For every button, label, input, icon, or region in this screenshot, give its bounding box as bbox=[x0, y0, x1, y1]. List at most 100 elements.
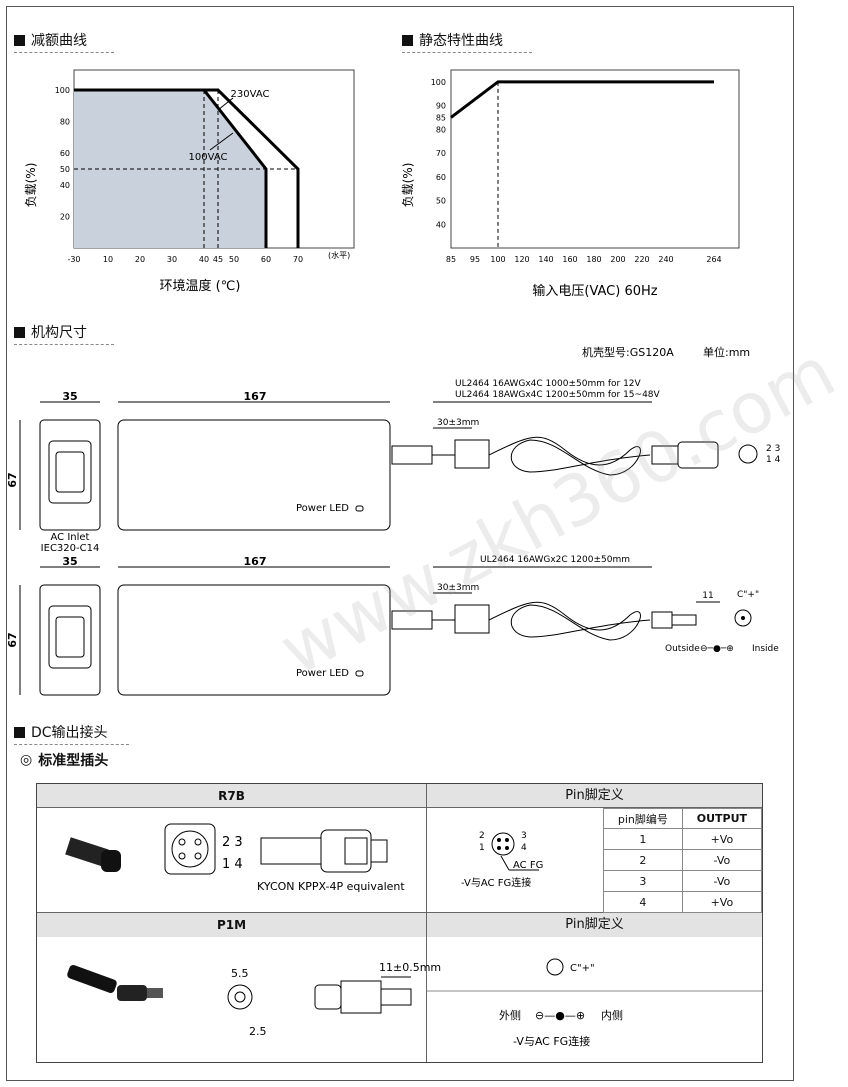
y-tick-label: 80 bbox=[436, 125, 446, 134]
cable2-spec: UL2464 16AWGx2C 1200±50mm bbox=[480, 555, 630, 565]
cplus-label: C"+" bbox=[570, 963, 595, 974]
y-tick-label: 40 bbox=[60, 181, 70, 190]
output-cell: +Vo bbox=[681, 828, 763, 850]
dim-length-top: 167 bbox=[244, 390, 267, 403]
r7b-photo-icon bbox=[65, 837, 109, 867]
body-view-bottom bbox=[117, 584, 391, 696]
kycon-label: KYCON KPPX-4P equivalent bbox=[257, 880, 405, 893]
section-mech-title: 机构尺寸 bbox=[31, 325, 87, 341]
pin-num-top: 2 3 bbox=[766, 444, 780, 454]
p1m-illustration: 5.5 2.5 11±0.5mm bbox=[67, 961, 441, 1038]
inside-label: Inside bbox=[752, 644, 779, 654]
ac-fg-label: AC FG bbox=[513, 860, 543, 871]
x-tick-label: 45 bbox=[213, 255, 223, 264]
cable1-spec-b: UL2464 18AWGx4C 1200±50mm for 15~48V bbox=[455, 390, 661, 400]
static-plot-frame bbox=[450, 69, 740, 249]
section-bullet-icon bbox=[402, 34, 413, 46]
svg-text:2: 2 bbox=[479, 831, 485, 841]
derating-ylabel: 负载(%) bbox=[24, 163, 38, 208]
model-label: 机壳型号:GS120A bbox=[582, 345, 674, 359]
section-mech-header: 机构尺寸 bbox=[14, 322, 114, 345]
cable-coil-top bbox=[432, 436, 651, 476]
outer-label: 外侧 bbox=[499, 1009, 521, 1022]
y-tick-label: 50 bbox=[436, 197, 446, 206]
derating-xlabel: 环境温度 (℃) bbox=[160, 278, 241, 294]
y-tick-label: 100 bbox=[55, 86, 70, 95]
series-label-100vac: 100VAC bbox=[189, 152, 228, 163]
fg-note: -V与AC FG连接 bbox=[461, 876, 531, 889]
led-icon bbox=[355, 505, 364, 512]
pin-face-illustration: 2 1 3 4 AC FG -V与AC FG连接 bbox=[461, 831, 543, 889]
x-tick-label: 100 bbox=[490, 255, 505, 264]
y-tick-label: 60 bbox=[60, 149, 70, 158]
derating-area bbox=[74, 90, 266, 248]
r7b-pin-top: 2 3 bbox=[222, 835, 243, 850]
pin-cell: 2 bbox=[603, 849, 683, 871]
ferrite-core-bottom bbox=[454, 604, 490, 634]
section-static-title: 静态特性曲线 bbox=[419, 33, 503, 49]
output-cell: +Vo bbox=[681, 891, 763, 913]
series-label-230vac: 230VAC bbox=[231, 89, 270, 100]
x-tick-label: 120 bbox=[514, 255, 529, 264]
r7b-pin-bot: 1 4 bbox=[222, 857, 243, 872]
x-tick-label: 240 bbox=[658, 255, 673, 264]
ferrite-core-top bbox=[454, 439, 490, 469]
x-tick-label: 10 bbox=[103, 255, 113, 264]
x-tick-label: 220 bbox=[634, 255, 649, 264]
dc-plug-body-bottom bbox=[651, 611, 673, 629]
polarity-symbol-icon: ⊖─●─⊕ bbox=[700, 644, 734, 654]
x-tick-label: 60 bbox=[261, 255, 271, 264]
r7b-cell: 2 3 1 4 KYCON KPPX-4P equivalent bbox=[37, 808, 427, 913]
p1m-side-icon bbox=[314, 984, 342, 1010]
section-derating-header: 减额曲线 bbox=[14, 30, 114, 53]
table-row: 4 +Vo bbox=[603, 891, 763, 913]
static-xlabel: 输入电压(VAC) 60Hz bbox=[532, 283, 657, 299]
section-bullet-icon bbox=[14, 326, 25, 338]
ac-inlet-label: AC Inlet bbox=[51, 532, 90, 543]
fg-note2: -V与AC FG连接 bbox=[513, 1035, 590, 1048]
p1m-outer-dia: 5.5 bbox=[231, 967, 249, 980]
section-dc-header: DC输出接头 bbox=[14, 722, 129, 745]
polarity-symbol-icon: ⊖—●—⊕ bbox=[535, 1009, 585, 1022]
pin-def2-cell: C"+" 外侧 ⊖—●—⊕ 内侧 -V与AC FG连接 bbox=[427, 937, 762, 1062]
section-bullet-icon bbox=[14, 726, 25, 738]
derating-x-note: (水平) bbox=[328, 250, 350, 260]
standard-plug-title: 标准型插头 bbox=[38, 753, 109, 769]
dc-connector-table: R7B Pin脚定义 2 3 1 4 KYCON KPPX-4P equival… bbox=[36, 783, 763, 1063]
pin-def2-header: Pin脚定义 bbox=[427, 913, 762, 937]
y-tick-label: 85 bbox=[436, 113, 446, 122]
p1m-header: P1M bbox=[37, 913, 427, 937]
strain-relief-dim-top: 30±3mm bbox=[437, 418, 479, 428]
output-cell: -Vo bbox=[681, 849, 763, 871]
cplus-icon bbox=[546, 958, 564, 976]
cable1-spec-a: UL2464 16AWGx4C 1000±50mm for 12V bbox=[455, 379, 642, 389]
x-tick-label: 160 bbox=[562, 255, 577, 264]
section-static-header: 静态特性曲线 bbox=[402, 30, 532, 53]
pin-cell: 3 bbox=[603, 870, 683, 892]
p1m-photo-icon bbox=[67, 964, 117, 994]
led-icon bbox=[355, 670, 364, 677]
x-tick-label: 40 bbox=[199, 255, 209, 264]
y-tick-label: 50 bbox=[60, 165, 70, 174]
svg-text:3: 3 bbox=[521, 831, 527, 841]
static-ylabel: 负载(%) bbox=[401, 163, 415, 208]
label-pointer-230 bbox=[217, 97, 234, 111]
outside-label: Outside bbox=[665, 644, 700, 654]
strain-relief-top bbox=[391, 445, 433, 465]
dim-width-bottom: 35 bbox=[62, 555, 77, 568]
y-tick-label: 20 bbox=[60, 212, 70, 221]
table-row: 1 +Vo bbox=[603, 828, 763, 850]
pin-def-cell: 2 1 3 4 AC FG -V与AC FG连接 pin脚编号 OUTPUT 1… bbox=[427, 808, 763, 913]
mech-drawing-svg: 机壳型号:GS120A 单位:mm 35 67 AC Inlet IEC320-… bbox=[6, 345, 781, 696]
section-dc-title: DC输出接头 bbox=[31, 725, 108, 741]
pin-table-header-output: OUTPUT bbox=[681, 808, 763, 829]
body-view-top bbox=[117, 419, 391, 531]
r7b-header: R7B bbox=[37, 784, 427, 808]
x-tick-label: 95 bbox=[470, 255, 480, 264]
page-frame bbox=[6, 6, 794, 1081]
x-tick-label: 180 bbox=[586, 255, 601, 264]
polarity-illustration: C"+" 外侧 ⊖—●—⊕ 内侧 -V与AC FG连接 bbox=[427, 958, 762, 1048]
dim-height-top: 67 bbox=[6, 472, 19, 487]
label-pointer-100 bbox=[209, 132, 234, 151]
